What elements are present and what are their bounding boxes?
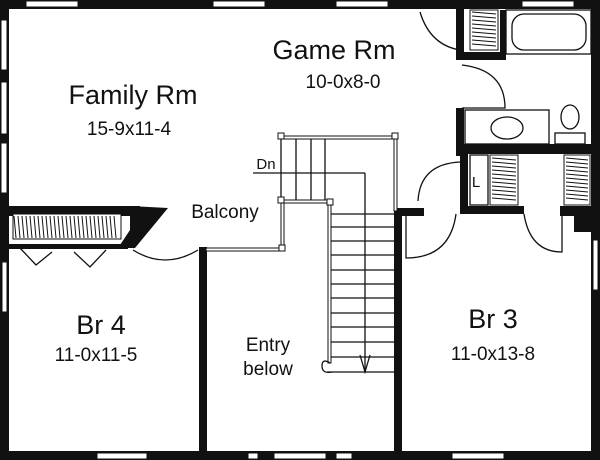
hatch-lines: [13, 215, 117, 239]
br4-label: Br 4: [76, 310, 126, 340]
bathroom-fixtures: [464, 9, 592, 206]
entry-label-line2: below: [243, 359, 293, 380]
stairs-down-label: Dn: [256, 156, 275, 173]
bathtub-icon: [511, 13, 587, 51]
hatch-lines: [491, 157, 517, 201]
balcony-label: Balcony: [191, 202, 259, 223]
hatch-lines: [565, 157, 589, 201]
entry-label-line1: Entry: [246, 335, 291, 356]
br3-dims: 11-0x13-8: [451, 344, 535, 365]
linen-closet-label: L: [472, 174, 480, 191]
room-labels: Family Rm 15-9x11-4 Game Rm 10-0x8-0 Br …: [55, 35, 535, 380]
family-room-dims: 15-9x11-4: [87, 119, 172, 140]
game-room-dims: 10-0x8-0: [306, 72, 381, 93]
game-room-label: Game Rm: [272, 35, 395, 65]
toilet-icon: [560, 104, 580, 130]
sink-icon: [490, 116, 524, 140]
br4-dims: 11-0x11-5: [55, 345, 138, 366]
interior-walls: [0, 8, 596, 458]
vanity-icon: [464, 109, 550, 145]
door-swings: [132, 11, 563, 261]
bifold-doors: [19, 247, 107, 268]
staircase: [205, 132, 399, 375]
hatch-lines: [471, 11, 497, 47]
family-room-label: Family Rm: [69, 80, 198, 110]
closet-hatching: [13, 11, 589, 239]
stair-railing: [205, 132, 399, 374]
br3-label: Br 3: [468, 304, 518, 334]
